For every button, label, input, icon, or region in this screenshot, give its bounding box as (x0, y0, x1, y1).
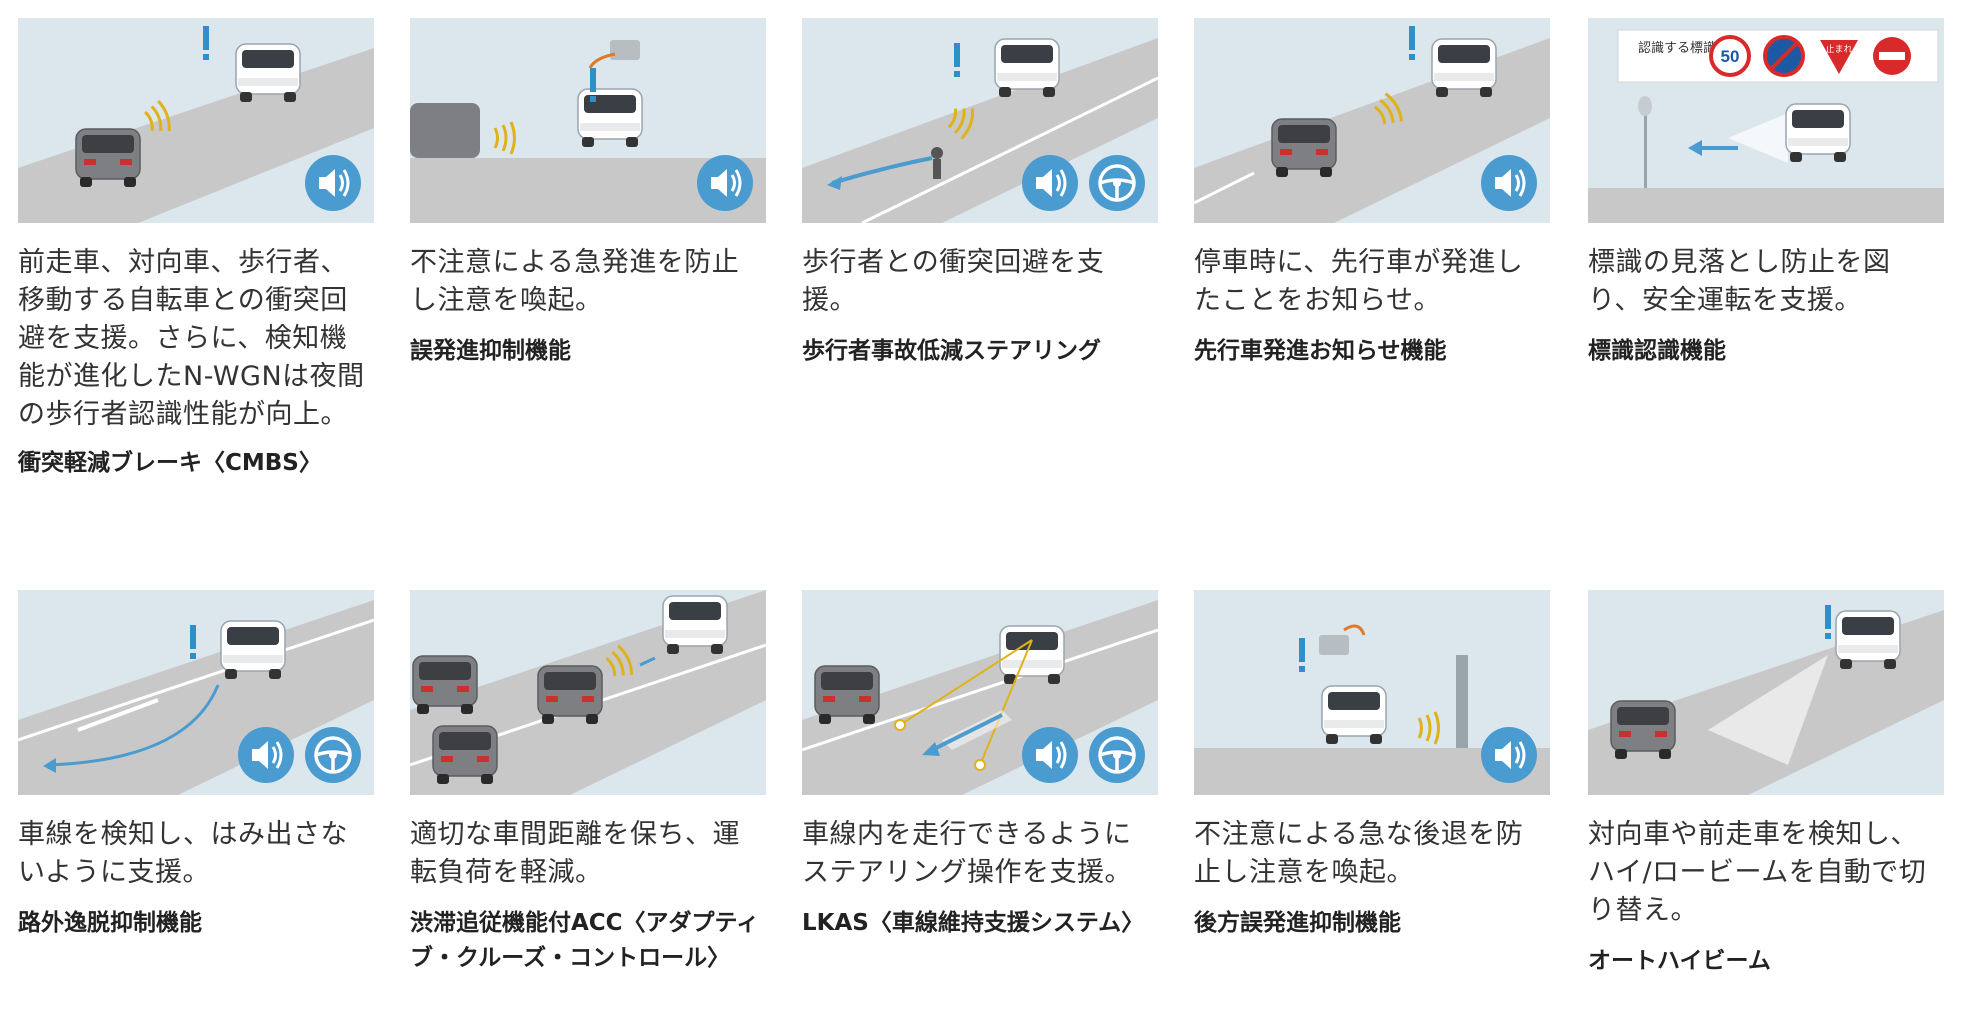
sign-recognition-illustration: 認識する標識 50 止まれ (1588, 18, 1944, 223)
feature-card-road-departure: 車線を検知し、はみ出さないように支援。 路外逸脱抑制機能 (18, 590, 374, 990)
pedestrian-steering-illustration (802, 18, 1158, 223)
feature-description: 車線内を走行できるようにステアリング操作を支援。 (802, 819, 1132, 888)
feature-card-rear-misstart: 不注意による急な後退を防止し注意を喚起。 後方誤発進抑制機能 (1194, 590, 1550, 990)
feature-card-auto-high-beam: 対向車や前走車を検知し、ハイ/ロービームを自動で切り替え。 オートハイビーム (1588, 590, 1944, 990)
speaker-icon (1479, 725, 1539, 785)
feature-card-pedestrian-steering: 歩行者との衝突回避を支援。 歩行者事故低減ステアリング (802, 18, 1158, 418)
feature-card-acc: 適切な車間距離を保ち、運転負荷を軽減。 渋滞追従機能付ACC〈アダプティブ・クル… (410, 590, 766, 1010)
sign-panel-label: 認識する標識 (1638, 40, 1716, 55)
feature-description: 不注意による急発進を防止し注意を喚起。 (410, 247, 740, 316)
feature-description: 適切な車間距離を保ち、運転負荷を軽減。 (410, 819, 740, 888)
cmbs-illustration (18, 18, 374, 223)
lkas-illustration (802, 590, 1158, 795)
feature-description: 停車時に、先行車が発進したことをお知らせ。 (1194, 247, 1524, 316)
misstart-illustration (410, 18, 766, 223)
acc-illustration (410, 590, 766, 795)
steering-wheel-icon (1087, 153, 1147, 213)
feature-card-lead-car-departure: 停車時に、先行車が発進したことをお知らせ。 先行車発進お知らせ機能 (1194, 18, 1550, 418)
feature-title: 標識認識機能 (1588, 338, 1726, 364)
no-parking-sign (1769, 41, 1799, 71)
feature-title: オートハイビーム (1588, 948, 1771, 974)
feature-title: 衝突軽減ブレーキ〈CMBS〉 (18, 450, 322, 476)
feature-title: 誤発進抑制機能 (410, 338, 571, 364)
road-departure-illustration (18, 590, 374, 795)
feature-description: 対向車や前走車を検知し、ハイ/ロービームを自動で切り替え。 (1588, 819, 1927, 926)
speaker-icon (1020, 153, 1080, 213)
auto-high-beam-illustration (1588, 590, 1944, 795)
feature-title: 歩行者事故低減ステアリング (802, 338, 1101, 364)
feature-card-misstart: 不注意による急発進を防止し注意を喚起。 誤発進抑制機能 (410, 18, 766, 418)
feature-description: 標識の見落とし防止を図り、安全運転を支援。 (1588, 247, 1891, 316)
feature-title: 後方誤発進抑制機能 (1194, 910, 1401, 936)
feature-title: LKAS〈車線維持支援システム〉 (802, 910, 1145, 936)
speaker-icon (1020, 725, 1080, 785)
feature-description: 前走車、対向車、歩行者、移動する自転車との衝突回避を支援。さらに、検知機能が進化… (18, 247, 365, 430)
svg-text:止まれ: 止まれ (1825, 43, 1852, 54)
speed-limit-sign: 50 (1721, 47, 1740, 66)
feature-card-cmbs: 前走車、対向車、歩行者、移動する自転車との衝突回避を支援。さらに、検知機能が進化… (18, 18, 374, 498)
speaker-icon (1479, 153, 1539, 213)
feature-title: 先行車発進お知らせ機能 (1194, 338, 1447, 364)
feature-title: 路外逸脱抑制機能 (18, 910, 202, 936)
feature-description: 車線を検知し、はみ出さないように支援。 (18, 819, 348, 888)
feature-card-lkas: 車線内を走行できるようにステアリング操作を支援。 LKAS〈車線維持支援システム… (802, 590, 1158, 990)
speaker-icon (236, 725, 296, 785)
feature-title: 渋滞追従機能付ACC〈アダプティブ・クルーズ・コントロール〉 (410, 910, 760, 971)
steering-wheel-icon (303, 725, 363, 785)
stop-sign (1820, 40, 1858, 74)
feature-description: 不注意による急な後退を防止し注意を喚起。 (1194, 819, 1524, 888)
feature-description: 歩行者との衝突回避を支援。 (802, 247, 1105, 316)
lead-car-departure-illustration (1194, 18, 1550, 223)
feature-card-sign-recognition: 認識する標識 50 止まれ 標識の見落とし防止を図り、安全運転を支援。 標識認識… (1588, 18, 1944, 418)
rear-misstart-illustration (1194, 590, 1550, 795)
speaker-icon (303, 153, 363, 213)
speaker-icon (695, 153, 755, 213)
steering-wheel-icon (1087, 725, 1147, 785)
